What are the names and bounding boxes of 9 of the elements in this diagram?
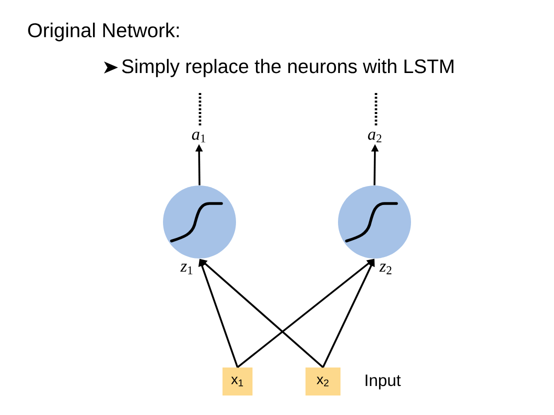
- output-label: a$_{1}$: [192, 132, 206, 142]
- output-label: a$_{2}$: [368, 132, 382, 142]
- variable-label: z$_{1}$: [180, 264, 192, 274]
- input-box: x$_{1}$: [222, 368, 252, 396]
- title: Original Network:: [28, 22, 179, 42]
- label: Input: [366, 374, 401, 390]
- input-box: x$_{2}$: [306, 368, 340, 396]
- variable-label: z$_{2}$: [379, 264, 392, 274]
- label: Simply replace the neurons with LSTM: [122, 58, 454, 78]
